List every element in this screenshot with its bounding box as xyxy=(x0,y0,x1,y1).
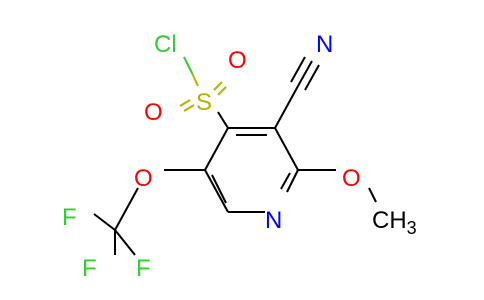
bond-cn-triple-a xyxy=(297,60,313,87)
bond-oether-cf3 xyxy=(114,187,139,231)
atom-n-cyano: N xyxy=(316,31,333,58)
bond-s-o2-b xyxy=(183,104,195,112)
bond-cn-triple-c xyxy=(304,64,320,91)
atom-o-methoxy: O xyxy=(342,165,361,192)
atom-ch3-main: CH xyxy=(372,207,407,234)
bond-c6-c5-double xyxy=(211,174,227,204)
atom-n-ring: N xyxy=(265,207,282,234)
bond-s-o1-a xyxy=(213,81,223,91)
atom-o-sulfonyl-1: O xyxy=(228,47,247,74)
atom-f2: F xyxy=(82,255,97,282)
bonds xyxy=(93,56,377,256)
atom-s: S xyxy=(196,89,212,116)
bond-s-o1-b xyxy=(217,86,227,96)
bond-c5-c4 xyxy=(204,127,229,171)
colored-bonds xyxy=(179,56,227,112)
bond-c3-cn xyxy=(274,85,299,129)
bond-c2-n-double xyxy=(280,172,291,190)
bond-c3-c2 xyxy=(274,127,299,171)
bond-s-cl xyxy=(183,56,193,74)
atom-f1: F xyxy=(62,204,77,231)
atom-ch3-subscript: 3 xyxy=(407,218,417,238)
bond-c2-n-left xyxy=(286,169,299,193)
atom-f3: F xyxy=(136,255,151,282)
bond-c4-s xyxy=(217,111,229,129)
bond-c6-c5 xyxy=(204,169,229,213)
bond-cn-triple-b xyxy=(290,56,306,83)
atom-labels: Cl S O O N O O N CH3 F F F xyxy=(62,31,417,282)
atom-ch3: CH3 xyxy=(372,207,417,238)
atom-cl: Cl xyxy=(154,31,177,58)
bond-cf3-f1 xyxy=(93,213,116,231)
bond-s-cl-yellow xyxy=(191,72,199,87)
bond-s-o2-a xyxy=(179,99,191,107)
bond-cf3-f3 xyxy=(114,229,136,256)
atom-o-sulfonyl-2: O xyxy=(144,99,163,126)
atom-o-ether: O xyxy=(134,165,153,192)
bond-omethoxy-ch3 xyxy=(368,187,377,203)
